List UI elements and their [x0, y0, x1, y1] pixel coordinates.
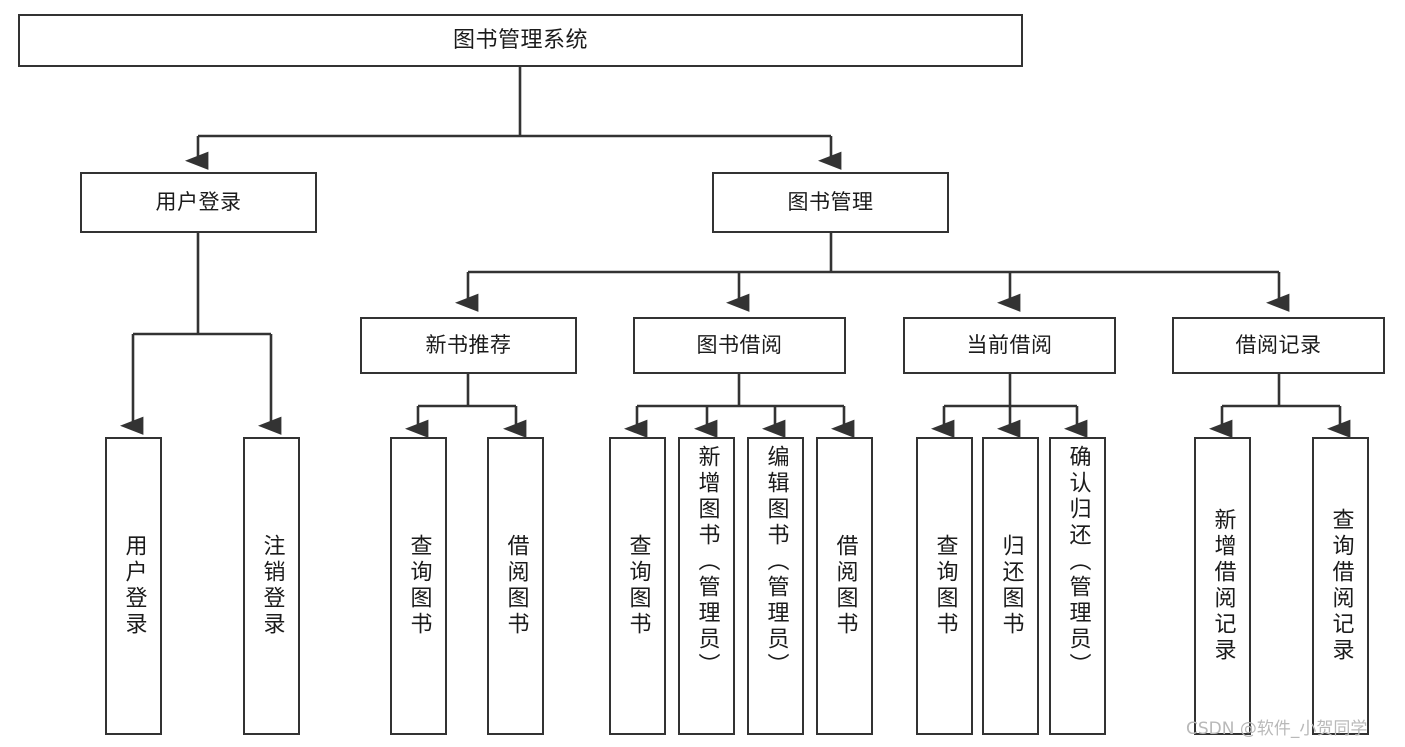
- node-root-book-management-system[interactable]: 图书管理系统: [18, 14, 1023, 67]
- node-label: 借阅记录: [1235, 333, 1322, 358]
- node-label: 图书管理: [787, 190, 874, 215]
- node-label: 注销登录: [259, 534, 285, 638]
- csdn-watermark: CSDN @软件_小贺同学: [1186, 719, 1368, 739]
- leaf-current-borrow-query[interactable]: 查询图书: [916, 437, 973, 735]
- node-label: 当前借阅: [966, 333, 1053, 358]
- node-new-book-recommend[interactable]: 新书推荐: [360, 317, 577, 374]
- node-book-management[interactable]: 图书管理: [712, 172, 949, 233]
- node-label: 归还图书: [998, 534, 1024, 638]
- node-user-login[interactable]: 用户登录: [80, 172, 317, 233]
- leaf-user-logout[interactable]: 注销登录: [243, 437, 300, 735]
- node-label: 编辑图书（管理员）: [763, 445, 789, 679]
- node-label: 图书借阅: [696, 333, 783, 358]
- node-label: 用户登录: [121, 534, 147, 638]
- node-label: 新增图书（管理员）: [694, 445, 720, 679]
- node-label: 查询借阅记录: [1328, 508, 1354, 664]
- leaf-user-login[interactable]: 用户登录: [105, 437, 162, 735]
- leaf-new-book-borrow[interactable]: 借阅图书: [487, 437, 544, 735]
- leaf-book-borrow-action[interactable]: 借阅图书: [816, 437, 873, 735]
- leaf-query-borrow-record[interactable]: 查询借阅记录: [1312, 437, 1369, 735]
- leaf-book-borrow-query[interactable]: 查询图书: [609, 437, 666, 735]
- leaf-new-book-query[interactable]: 查询图书: [390, 437, 447, 735]
- node-label: 新书推荐: [425, 333, 512, 358]
- node-book-borrow[interactable]: 图书借阅: [633, 317, 846, 374]
- node-label: 确认归还（管理员）: [1065, 445, 1091, 679]
- leaf-book-add-admin[interactable]: 新增图书（管理员）: [678, 437, 735, 735]
- node-label: 查询图书: [932, 534, 958, 638]
- node-label: 用户登录: [155, 190, 242, 215]
- node-label: 查询图书: [406, 534, 432, 638]
- node-borrow-record[interactable]: 借阅记录: [1172, 317, 1385, 374]
- node-label: 借阅图书: [832, 534, 858, 638]
- node-label: 图书管理系统: [452, 27, 588, 53]
- node-label: 查询图书: [625, 534, 651, 638]
- node-current-borrow[interactable]: 当前借阅: [903, 317, 1116, 374]
- node-label: 新增借阅记录: [1210, 508, 1236, 664]
- node-label: 借阅图书: [503, 534, 529, 638]
- leaf-add-borrow-record[interactable]: 新增借阅记录: [1194, 437, 1251, 735]
- leaf-confirm-return-admin[interactable]: 确认归还（管理员）: [1049, 437, 1106, 735]
- leaf-return-book[interactable]: 归还图书: [982, 437, 1039, 735]
- leaf-book-edit-admin[interactable]: 编辑图书（管理员）: [747, 437, 804, 735]
